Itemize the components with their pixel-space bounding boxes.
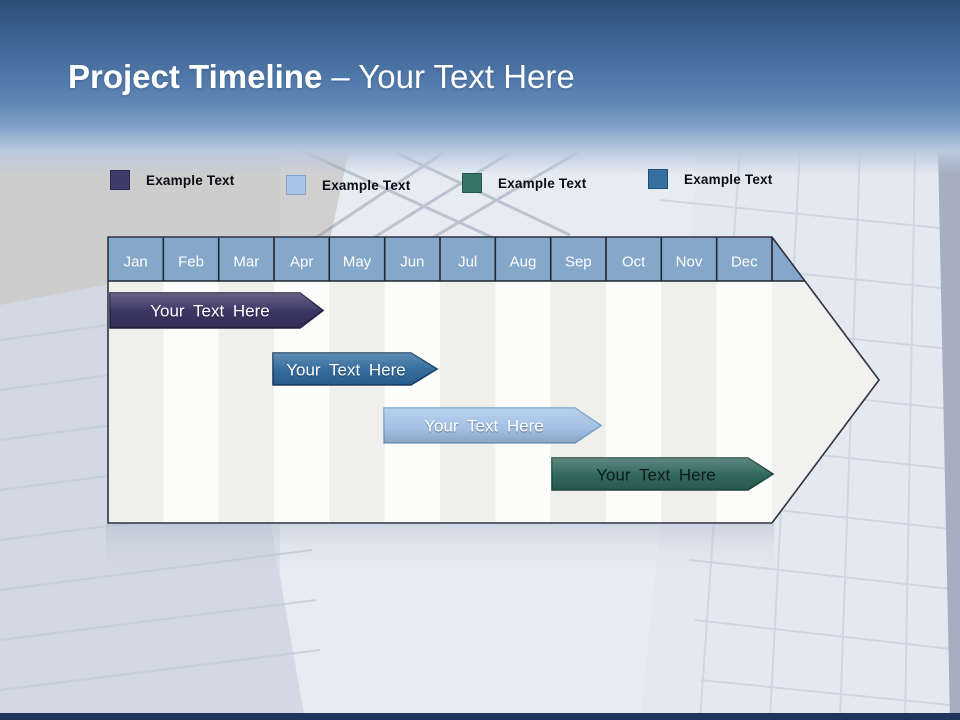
legend-swatch-lightblue (286, 175, 306, 195)
month-label: Dec (731, 254, 758, 271)
title-suffix-text: – Your Text Here (331, 58, 575, 95)
month-label: May (343, 254, 372, 271)
legend-swatch-teal (462, 173, 482, 193)
month-label: Mar (233, 254, 259, 271)
gantt-bar-2: Your Text Here (272, 352, 439, 386)
legend-label: Example Text (146, 172, 235, 188)
legend-item-1: Example Text (110, 169, 234, 191)
slide-footer-strip (0, 713, 960, 720)
legend-swatch-blue (648, 169, 668, 189)
month-label: Apr (290, 254, 313, 271)
month-label: Jan (124, 254, 148, 271)
month-header-row (108, 237, 879, 282)
legend-swatch-navy (110, 170, 130, 190)
legend-label: Example Text (498, 175, 587, 191)
title-main-text: Project Timeline (68, 58, 323, 95)
slide-header-band (0, 0, 960, 175)
month-label: Jul (458, 254, 477, 271)
legend-item-4: Example Text (648, 168, 772, 190)
timeline-arrow-outline (107, 236, 880, 524)
gantt-bar-1: Your Text Here (109, 292, 325, 329)
month-label: Feb (178, 254, 204, 271)
month-label: Oct (622, 254, 646, 271)
month-label: Jun (400, 254, 424, 271)
legend-label: Example Text (322, 177, 411, 193)
gantt-bar-label: Your Text Here (286, 361, 406, 380)
timeline-gantt-chart: Jan Feb Mar Apr May Jun Jul Aug Sep Oct … (107, 236, 880, 524)
gantt-bar-label: Your Text Here (424, 417, 544, 436)
table-reflection (106, 524, 774, 570)
legend-item-3: Example Text (462, 172, 586, 194)
month-label: Sep (565, 254, 592, 271)
gantt-bar-label: Your Text Here (596, 466, 716, 485)
gantt-bar-label: Your Text Here (150, 302, 270, 321)
slide-title: Project Timeline– Your Text Here (68, 58, 908, 100)
month-label: Aug (510, 254, 537, 271)
legend-item-2: Example Text (286, 174, 410, 196)
gantt-bar-3: Your Text Here (383, 407, 603, 444)
legend-label: Example Text (684, 171, 773, 187)
gantt-bar-4: Your Text Here (551, 457, 775, 491)
month-label: Nov (676, 254, 703, 271)
